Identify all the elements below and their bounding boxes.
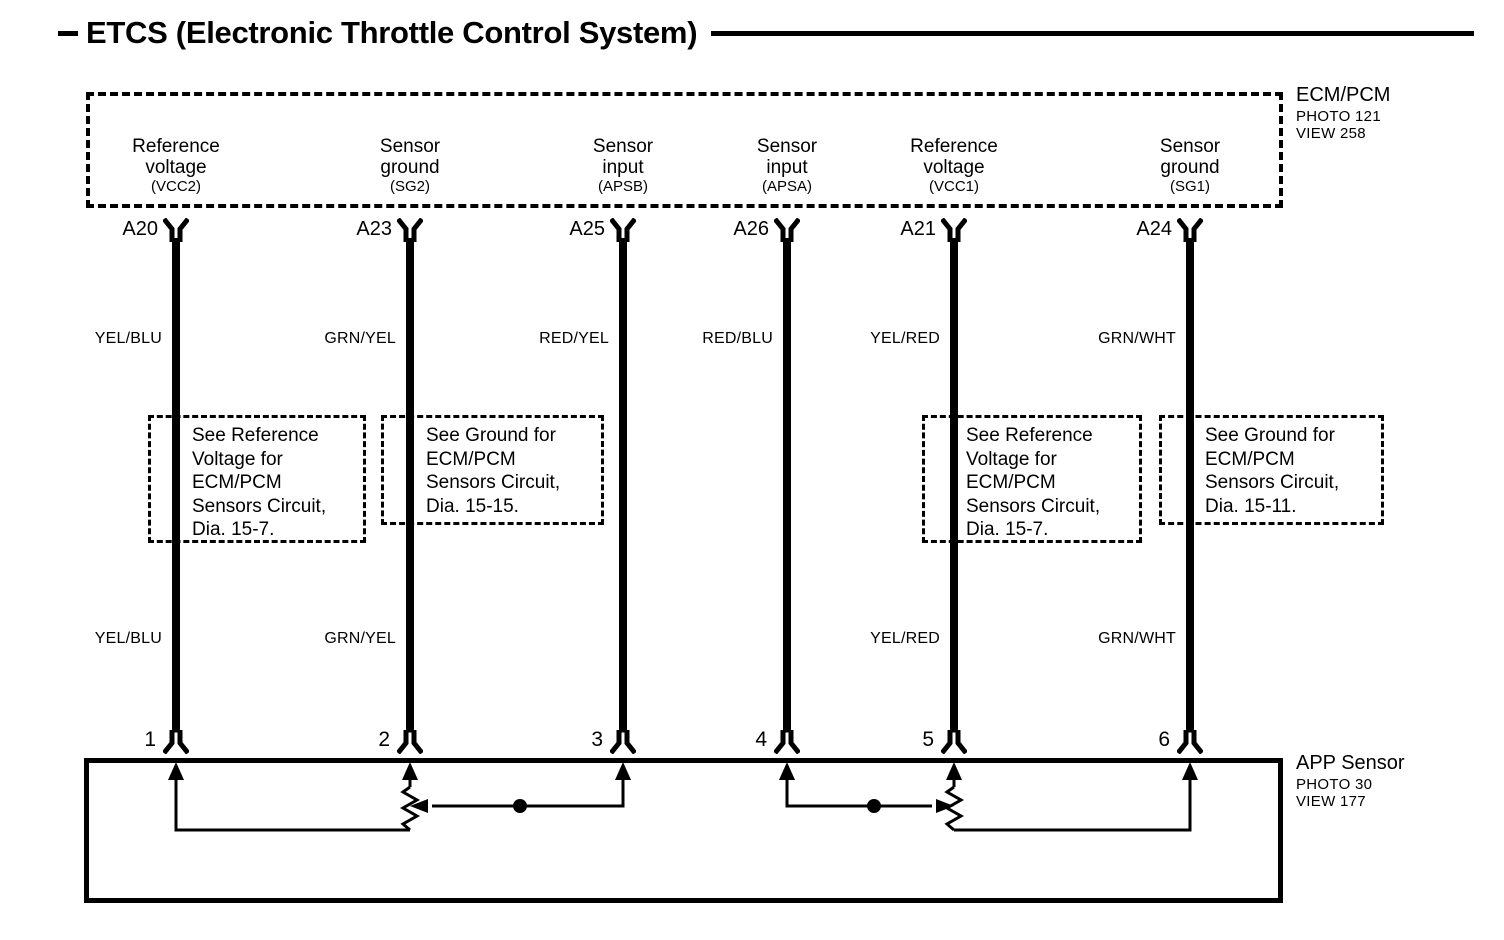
diagram-title-row: ETCS (Electronic Throttle Control System… <box>58 10 1488 56</box>
app-sensor-photo: PHOTO 30 <box>1296 775 1373 793</box>
wire-a26 <box>783 238 791 730</box>
ecm-pin-id-a25: A25 <box>569 218 605 240</box>
pin-function-line2: input <box>602 157 644 179</box>
reference-note-box-4 <box>1159 415 1384 525</box>
ecm-pcm-enclosure <box>86 92 1283 208</box>
title-leading-dash <box>58 30 78 36</box>
pin-function-code: (VCC1) <box>928 177 980 195</box>
ecm-pcm-view: VIEW 258 <box>1296 125 1366 143</box>
ecm-pcm-name: ECM/PCM <box>1296 84 1391 106</box>
pin-function-line1: Sensor <box>1159 136 1221 157</box>
app-sensor-internal-schematic <box>168 762 1198 832</box>
pin-function-code: (SG2) <box>389 177 431 195</box>
pin-function-code: (APSA) <box>761 177 813 195</box>
ecm-pin-id-a26: A26 <box>733 218 769 240</box>
app-sensor-caption: APP Sensor PHOTO 30 VIEW 177 <box>1296 752 1496 811</box>
wiper-arrow-b <box>936 799 954 813</box>
app-sensor-body <box>84 758 1283 903</box>
pin-function-line2: voltage <box>923 157 985 179</box>
wire-color-upper: YEL/RED <box>870 330 940 347</box>
connector-pin-6: 6 <box>1158 728 1170 751</box>
connector-terminal-3 <box>610 730 636 754</box>
ecm-terminal-a24 <box>1177 218 1203 242</box>
reference-note-text-4: See Ground for ECM/PCM Sensors Circuit, … <box>1205 425 1340 517</box>
pin-function-line1: Sensor <box>592 136 654 157</box>
reference-note-text-1: See Reference Voltage for ECM/PCM Sensor… <box>192 425 327 541</box>
app-sensor-name: APP Sensor <box>1296 752 1405 774</box>
connector-pin-3: 3 <box>591 728 603 751</box>
ecm-pcm-photo: PHOTO 121 <box>1296 107 1381 125</box>
pin-function-line1: Sensor <box>379 136 441 157</box>
junction-dot-b <box>867 799 881 813</box>
wire-color-upper: RED/YEL <box>539 330 609 347</box>
connector-terminal-4 <box>774 730 800 754</box>
ecm-pin-id-a24: A24 <box>1136 218 1172 240</box>
connector-pin-4: 4 <box>755 728 767 751</box>
title-horizontal-rule <box>711 30 1474 36</box>
wire-color-upper: RED/BLU <box>702 330 773 347</box>
wire-a20 <box>172 238 180 730</box>
reference-note-box-3 <box>922 415 1142 543</box>
wire-a21 <box>950 238 958 730</box>
ecm-pcm-caption: ECM/PCM PHOTO 121 VIEW 258 <box>1296 84 1496 143</box>
junction-dot-a <box>513 799 527 813</box>
pin-function-line2: input <box>766 157 808 179</box>
pin-function-code: (VCC2) <box>150 177 202 195</box>
connector-pin-1: 1 <box>144 728 156 751</box>
wire-a23 <box>406 238 414 730</box>
ecm-terminal-a21 <box>941 218 967 242</box>
pin-function-line1: Reference <box>132 136 220 157</box>
connector-pin-5: 5 <box>922 728 934 751</box>
connector-terminal-5 <box>941 730 967 754</box>
connector-terminal-6 <box>1177 730 1203 754</box>
ecm-pin-id-a23: A23 <box>356 218 392 240</box>
pin-function-line1: Sensor <box>756 136 818 157</box>
pin-function-line2: voltage <box>145 157 207 179</box>
pin-function-code: (APSB) <box>597 177 649 195</box>
wire-a24 <box>1186 238 1194 730</box>
pin-function-line1: Reference <box>910 136 998 157</box>
pin-function-code: (SG1) <box>1169 177 1211 195</box>
wire-color-upper: YEL/BLU <box>94 330 162 347</box>
ecm-terminal-a26 <box>774 218 800 242</box>
wire-a25 <box>619 238 627 730</box>
page-title: ETCS (Electronic Throttle Control System… <box>86 15 698 50</box>
reference-note-box-1 <box>148 415 366 543</box>
wire-color-upper: GRN/WHT <box>1098 330 1176 347</box>
ecm-pin-id-a20: A20 <box>122 218 158 240</box>
connector-pin-2: 2 <box>378 728 390 751</box>
wire-color-upper: GRN/YEL <box>324 330 396 347</box>
reference-note-text-2: See Ground for ECM/PCM Sensors Circuit, … <box>426 425 561 517</box>
ecm-terminal-a20 <box>163 218 189 242</box>
wire-color-lower: GRN/WHT <box>1098 630 1176 647</box>
pin-function-line2: ground <box>1160 157 1220 179</box>
wire-color-lower: YEL/BLU <box>94 630 162 647</box>
wiper-arrow-a <box>410 799 428 813</box>
pin-function-line2: ground <box>380 157 440 179</box>
wire-color-lower: YEL/RED <box>870 630 940 647</box>
ecm-pin-id-a21: A21 <box>900 218 936 240</box>
wire-color-lower: GRN/YEL <box>324 630 396 647</box>
connector-terminal-1 <box>163 730 189 754</box>
reference-note-text-3: See Reference Voltage for ECM/PCM Sensor… <box>966 425 1101 541</box>
connector-terminal-2 <box>397 730 423 754</box>
reference-note-box-2 <box>381 415 604 525</box>
ecm-terminal-a25 <box>610 218 636 242</box>
ecm-terminal-a23 <box>397 218 423 242</box>
app-sensor-view: VIEW 177 <box>1296 793 1366 811</box>
